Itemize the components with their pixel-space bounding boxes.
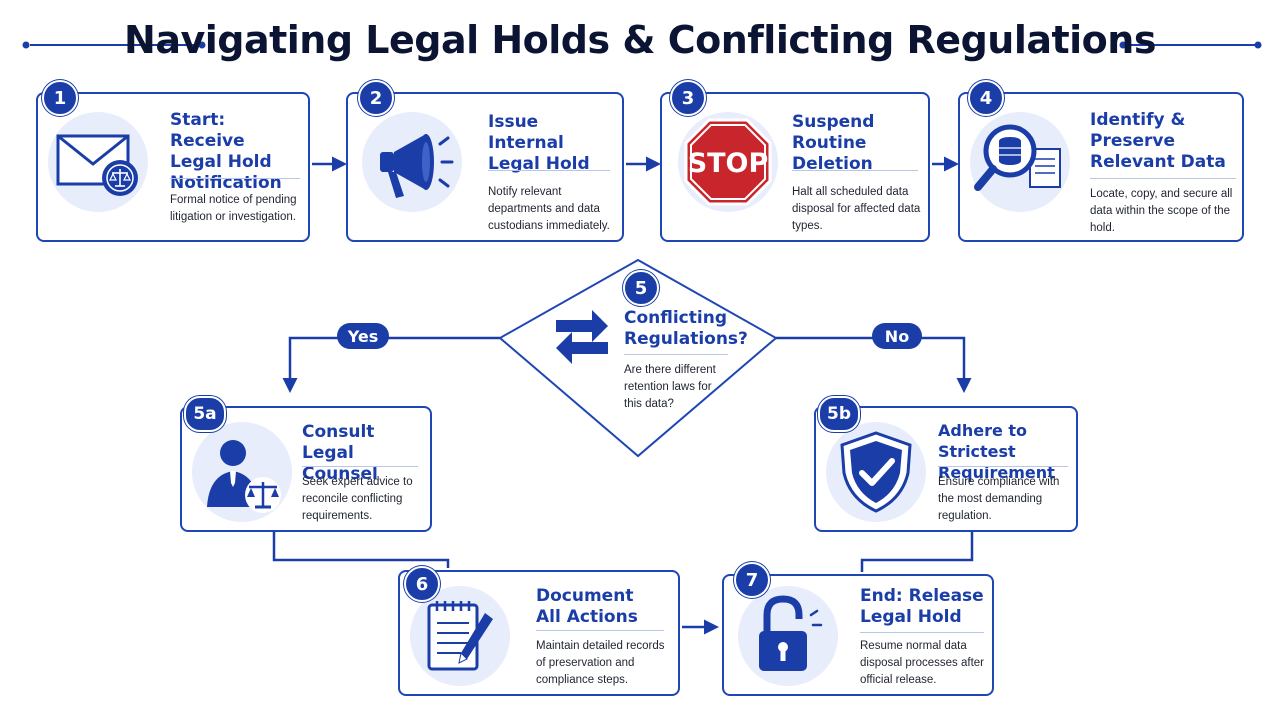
page-title: Navigating Legal Holds & Conflicting Reg…	[124, 18, 1156, 62]
step-4-card: Identify & Preserve Relevant Data Locate…	[958, 92, 1244, 242]
step-1-badge: 1	[42, 80, 78, 116]
step-1-title: Start: Receive Legal Hold Notification	[170, 110, 282, 193]
swap-arrows-icon	[552, 306, 612, 366]
decision-desc: Are there different retention laws for t…	[624, 364, 716, 410]
megaphone-icon	[362, 112, 462, 212]
step-5a-badge: 5a	[184, 396, 226, 432]
stop-sign-text: STOP	[688, 148, 769, 179]
envelope-with-seal-icon	[48, 112, 148, 212]
step-6-badge: 6	[404, 566, 440, 602]
stop-sign-icon: STOP	[678, 112, 778, 212]
step-7-badge: 7	[734, 562, 770, 598]
step-3-title: Suspend Routine Deletion	[792, 112, 875, 174]
decision-diamond	[498, 258, 778, 458]
step-7-title: End: Release Legal Hold	[860, 586, 984, 627]
step-7-card: End: Release Legal Hold Resume normal da…	[722, 574, 994, 696]
title-decoration-right	[1119, 41, 1262, 49]
magnifier-database-icon	[970, 112, 1070, 212]
step-1-card: Start: Receive Legal Hold Notification F…	[36, 92, 310, 242]
step-6-card: Document All Actions Maintain detailed r…	[398, 570, 680, 696]
step-2-desc: Notify relevant departments and data cus…	[488, 186, 610, 232]
step-4-desc: Locate, copy, and secure all data within…	[1090, 188, 1233, 234]
open-padlock-icon	[738, 586, 838, 686]
step-7-desc: Resume normal data disposal processes af…	[860, 640, 985, 686]
step-5b-title: Adhere to Strictest Requirement	[938, 421, 1055, 482]
step-2-badge: 2	[358, 80, 394, 116]
arrow-no-branch	[776, 336, 972, 393]
step-4-title: Identify & Preserve Relevant Data	[1090, 110, 1226, 172]
step-5b-badge: 5b	[818, 396, 860, 432]
title-decoration-left	[22, 41, 206, 49]
step-5b-card: Adhere to Strictest Requirement Ensure c…	[814, 406, 1078, 532]
step-5b-desc: Ensure compliance with the most demandin…	[938, 476, 1060, 522]
arrow-yes-branch	[282, 336, 500, 393]
step-6-desc: Maintain detailed records of preservatio…	[536, 640, 665, 686]
step-3-desc: Halt all scheduled data disposal for aff…	[792, 186, 921, 232]
step-2-card: Issue Internal Legal Hold Notify relevan…	[346, 92, 624, 242]
step-5a-desc: Seek expert advice to reconcile conflict…	[302, 476, 413, 522]
step-5a-card: Consult Legal Counsel Seek expert advice…	[180, 406, 432, 532]
no-label: No	[872, 323, 922, 349]
step-2-title: Issue Internal Legal Hold	[488, 112, 590, 174]
step-3-card: STOP Suspend Routine Deletion Halt all s…	[660, 92, 930, 242]
notepad-pen-icon	[410, 586, 510, 686]
step-5a-title: Consult Legal Counsel	[302, 422, 378, 484]
shield-check-icon	[826, 422, 926, 522]
step-6-title: Document All Actions	[536, 586, 638, 627]
step-1-desc: Formal notice of pending litigation or i…	[170, 194, 297, 223]
step-5-badge: 5	[623, 270, 659, 306]
connector-5a-6	[272, 532, 450, 568]
step-3-badge: 3	[670, 80, 706, 116]
lawyer-scales-icon	[192, 422, 292, 522]
connector-5b-7	[860, 532, 974, 572]
step-4-badge: 4	[968, 80, 1004, 116]
decision-title: Conflicting Regulations?	[624, 308, 748, 349]
yes-label: Yes	[337, 323, 389, 349]
